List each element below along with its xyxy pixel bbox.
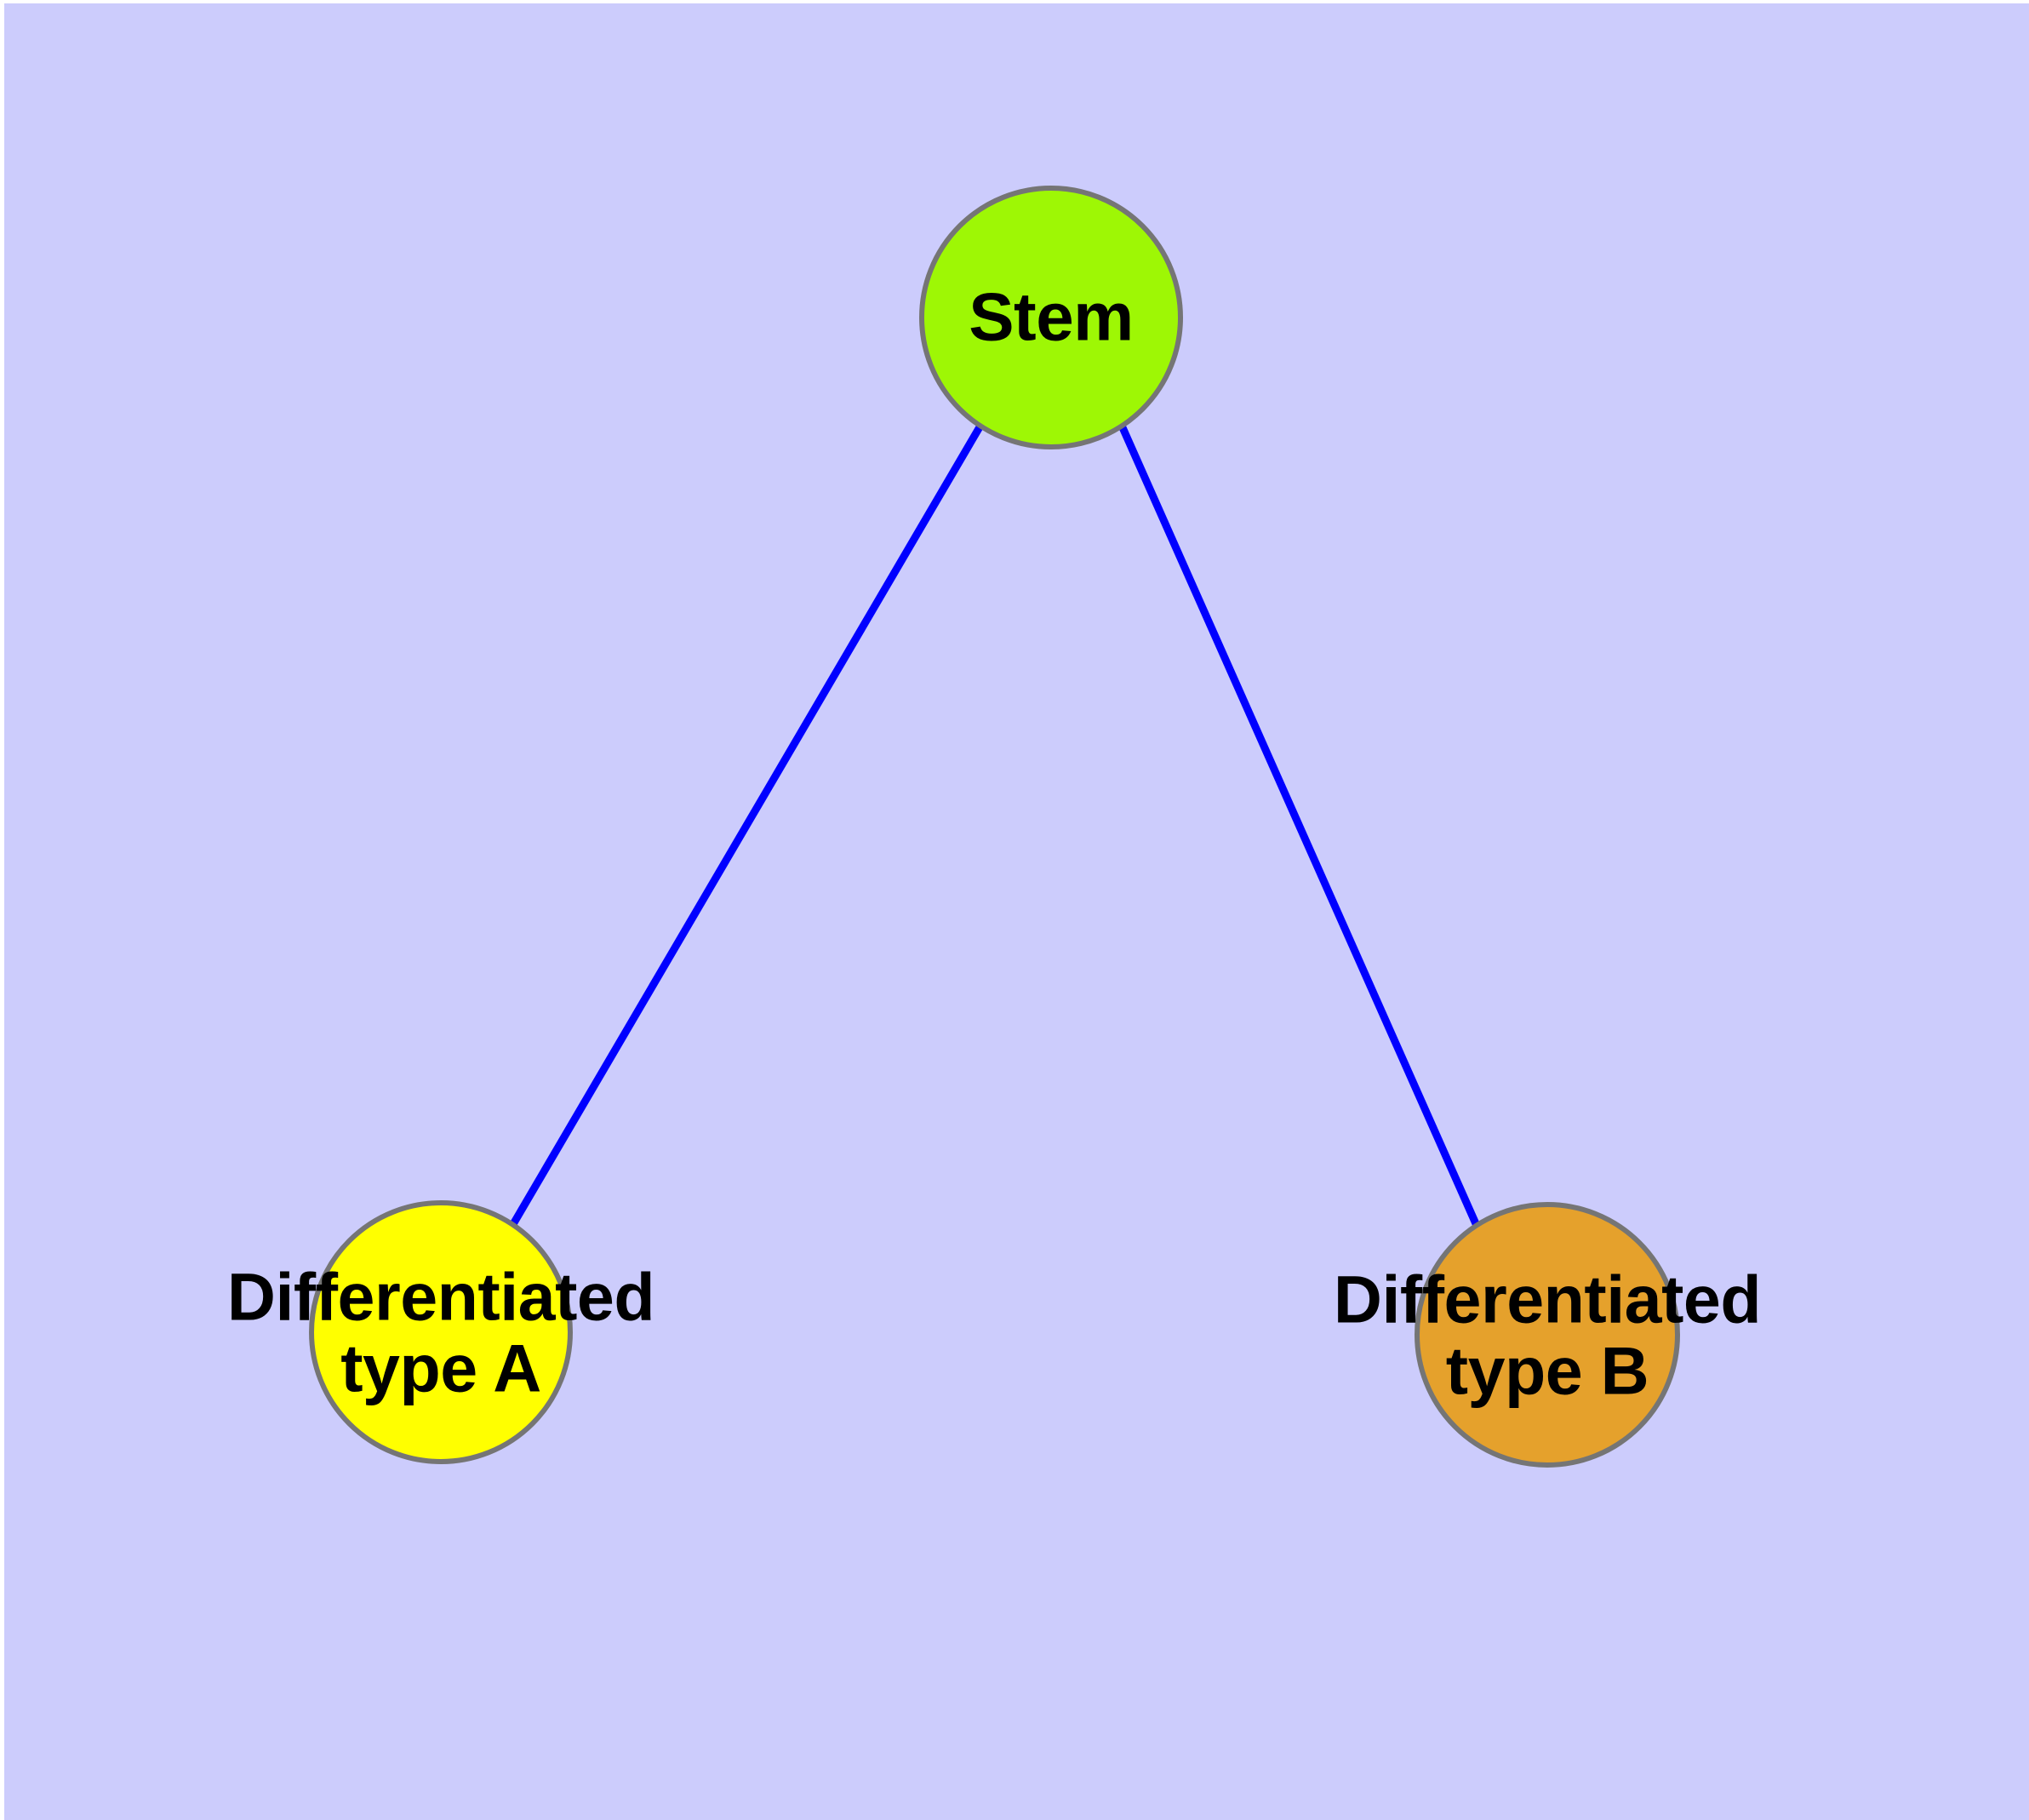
node-layer <box>309 186 1680 1468</box>
graph-node-diff-a[interactable] <box>309 1200 573 1464</box>
graph-edge-stem-to-diff-b[interactable] <box>1117 424 1482 1229</box>
graph-node-diff-b[interactable] <box>1415 1202 1680 1468</box>
edge-layer <box>510 423 1482 1229</box>
graph-node-stem[interactable] <box>919 186 1183 449</box>
graph-edge-stem-to-diff-a[interactable] <box>510 423 984 1227</box>
